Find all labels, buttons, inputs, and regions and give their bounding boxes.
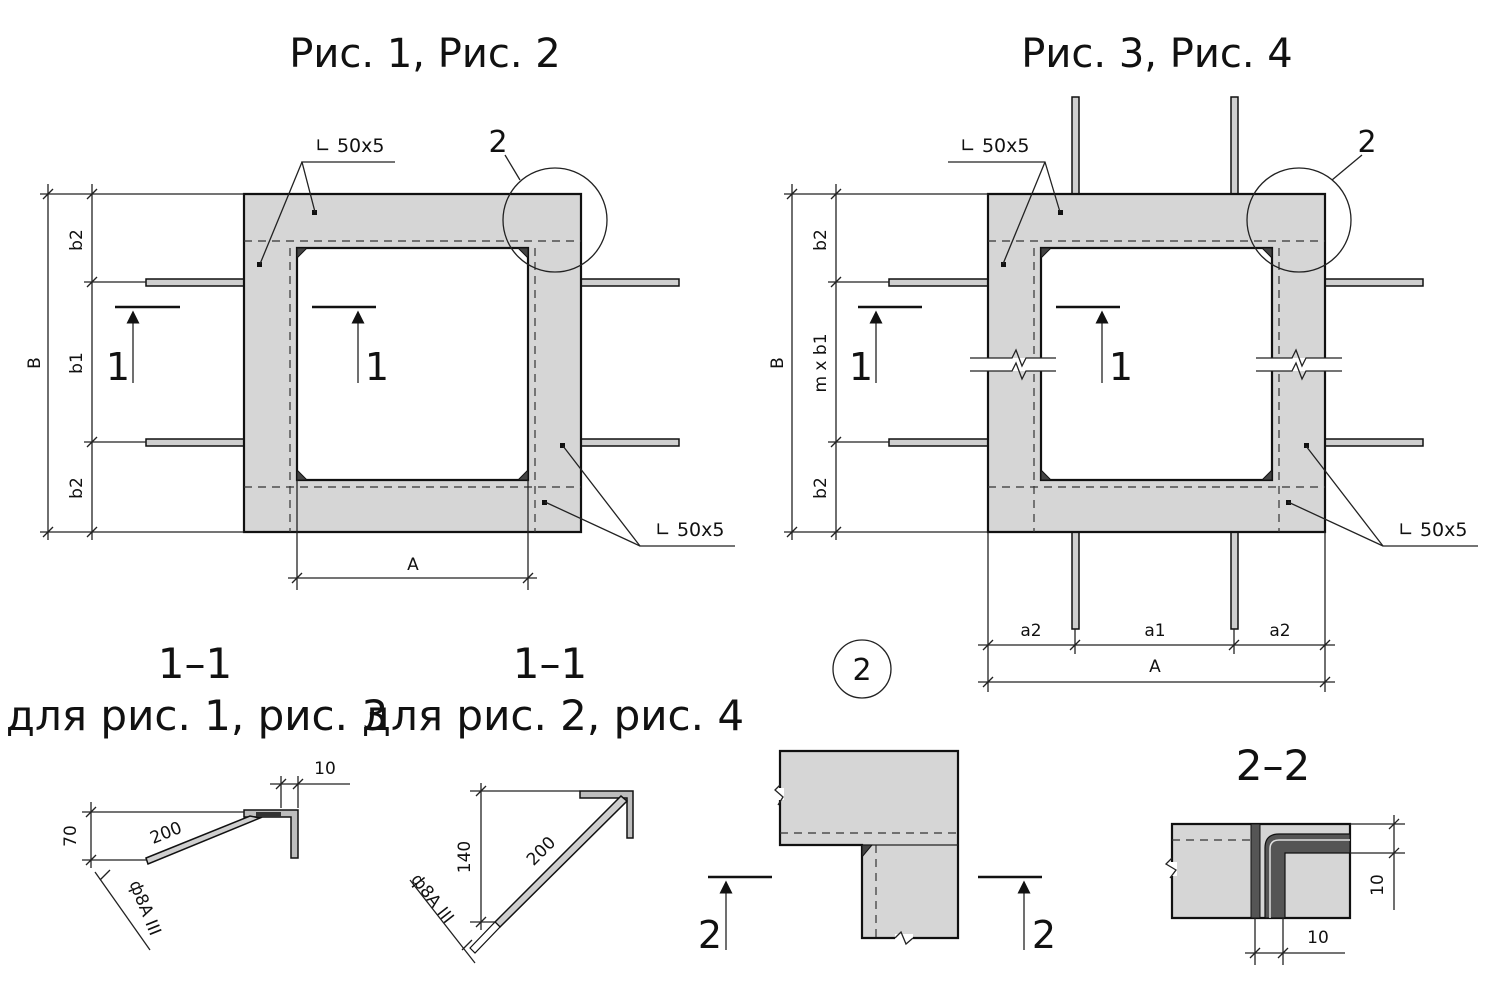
section-title: 1–1 <box>513 639 587 688</box>
section-mark-2: 2 <box>698 913 722 957</box>
dim-10: 10 <box>314 759 336 779</box>
dim-A: A <box>407 555 419 575</box>
section-mark-1: 1 <box>365 345 389 389</box>
rebar-rod <box>580 278 680 287</box>
dim-a1: a1 <box>1144 621 1165 641</box>
dim-a2: a2 <box>1020 621 1041 641</box>
rebar-rod <box>145 278 245 287</box>
title-fig-3-4: Рис. 3, Рис. 4 <box>1021 31 1292 77</box>
angle-profile-label: ∟ 50x5 <box>1398 519 1467 541</box>
plan-fig-1-2: ∟ 50x5 ∟ 50x5 2 1 1 B b2 b1 b2 <box>25 125 735 590</box>
plan-fig-3-4: ∟ 50x5 ∟ 50x5 2 1 1 B b2 m x b1 b2 <box>768 96 1478 692</box>
rebar-rod <box>580 438 680 447</box>
section-1-1-fig-1-3: 1–1 для рис. 1, рис. 3 70 10 200 ф8А III <box>6 639 388 951</box>
section-title: 2–2 <box>1236 741 1310 790</box>
dim-b2: b2 <box>811 477 831 499</box>
detail-callout-2: 2 <box>488 125 507 160</box>
opening-frame <box>242 192 583 534</box>
section-subtitle: для рис. 2, рис. 4 <box>362 691 744 740</box>
rebar-label: ф8А III <box>125 878 165 939</box>
section-title: 1–1 <box>158 639 232 688</box>
dim-a2: a2 <box>1269 621 1290 641</box>
detail-callout-2: 2 <box>1357 125 1376 160</box>
dim-b1: b1 <box>67 352 87 374</box>
title-fig-1-2: Рис. 1, Рис. 2 <box>289 31 560 77</box>
dim-b2: b2 <box>67 477 87 499</box>
rebar-label: ф8А III <box>406 870 457 928</box>
dim-140: 140 <box>455 841 475 873</box>
detail-node-label: 2 <box>852 653 871 688</box>
dim-m-x-b1: m x b1 <box>811 333 831 392</box>
angle-profile-label: ∟ 50x5 <box>655 519 724 541</box>
section-1-1-fig-2-4: 1–1 для рис. 2, рис. 4 140 200 ф8А III <box>362 639 744 964</box>
section-mark-1: 1 <box>849 345 873 389</box>
dim-10: 10 <box>1368 874 1388 896</box>
dim-B: B <box>25 357 45 369</box>
section-mark-1: 1 <box>106 345 130 389</box>
dim-b2: b2 <box>811 229 831 251</box>
dim-10: 10 <box>1307 928 1329 948</box>
section-2-2: 2–2 10 10 <box>1164 741 1405 965</box>
angle-profile-label: ∟ 50x5 <box>315 135 384 157</box>
dim-70: 70 <box>61 825 81 847</box>
detail-node-2: 2 2 2 <box>698 639 1056 957</box>
angle-profile-label: ∟ 50x5 <box>960 135 1029 157</box>
rebar-rod <box>145 438 245 447</box>
dim-B: B <box>768 357 788 369</box>
dim-b2: b2 <box>67 229 87 251</box>
section-mark-2: 2 <box>1032 913 1056 957</box>
section-subtitle: для рис. 1, рис. 3 <box>6 691 388 740</box>
dim-A: A <box>1149 657 1161 677</box>
section-mark-1: 1 <box>1109 345 1133 389</box>
